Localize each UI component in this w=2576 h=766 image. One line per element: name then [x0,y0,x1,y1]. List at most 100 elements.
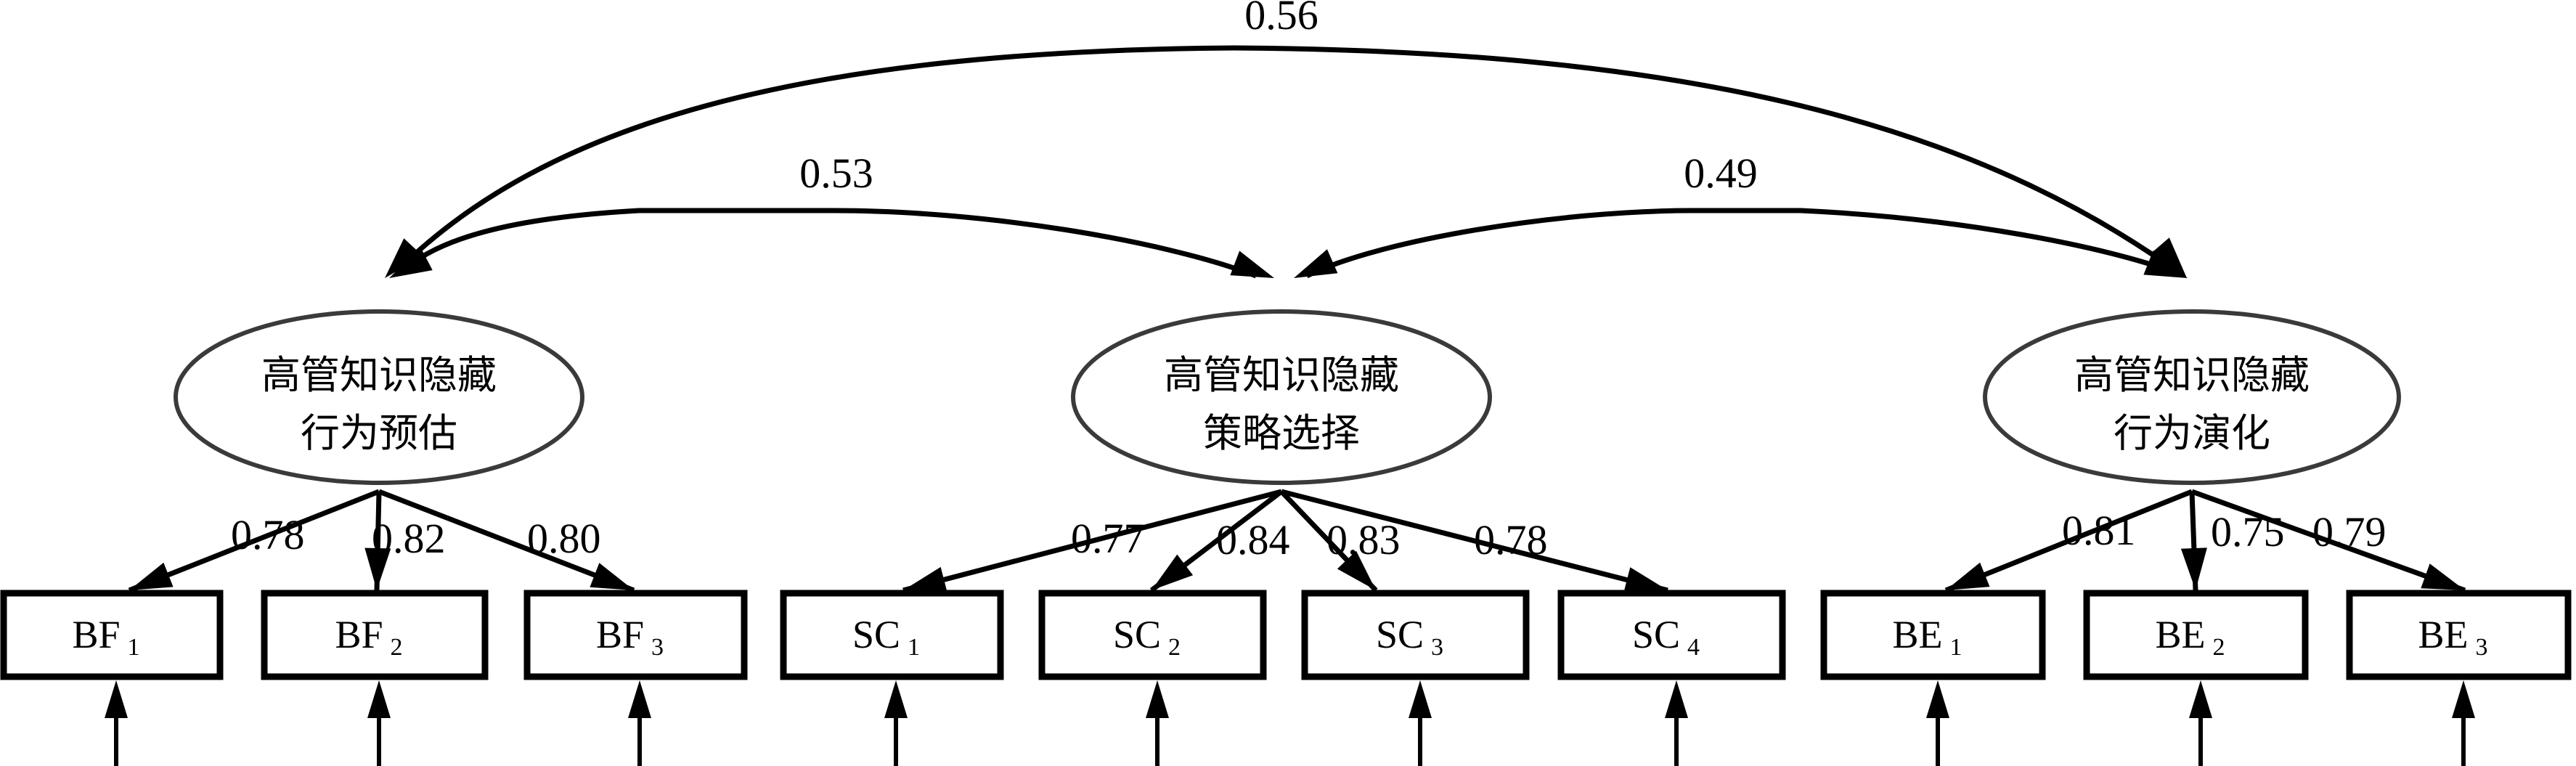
indicator-label-subscript: 3 [651,634,664,661]
loading-arrowhead-be3 [2421,563,2465,590]
loading-label-sc2: 0.84 [1216,516,1290,563]
indicator-box [0,590,224,680]
error-arrowhead-sc2 [1146,680,1169,718]
loading-label-bf3: 0.80 [527,515,601,562]
loading-label-be1: 0.81 [2062,507,2136,554]
latent-factor-ellipse [174,309,584,485]
latent-factor-label-line1: 高管知识隐藏 [261,352,497,398]
indicator-label: BF 3 [596,613,664,661]
loading-arrowhead-bf1 [129,562,174,590]
error-arrowhead-be1 [1926,680,1949,718]
indicator-label: BE 1 [1892,613,1962,661]
indicator-label-subscript: 2 [1168,634,1181,661]
indicator-label: BF 2 [335,613,402,661]
loading-arrow-be3 [2190,489,2466,593]
indicator-label-base: SC [852,613,900,656]
indicator-label-base: BF [335,613,383,656]
error-arrowhead-sc4 [1665,680,1688,718]
error-arrowhead-bf3 [628,680,651,718]
indicator-label-base: SC [1376,613,1424,656]
indicator-box [523,590,748,680]
latent-factor-label-line1: 高管知识隐藏 [1164,352,1399,398]
indicator-label-subscript: 4 [1687,634,1700,661]
correlation-label-bf-be: 0.56 [1244,0,1318,38]
indicator-box [2346,590,2572,680]
loading-arrow-bf3 [378,489,635,593]
indicator-label-base: SC [1113,613,1161,656]
indicator-box [780,590,1004,680]
loading-label-sc1: 0.77 [1071,515,1145,562]
error-arrowhead-bf2 [367,680,391,718]
indicator-box [2083,590,2309,680]
error-arrowhead-sc3 [1409,680,1432,718]
indicator-box [1557,590,1786,680]
indicator-label-subscript: 2 [391,634,403,661]
indicator-sc3: SC 3 [1301,590,1530,680]
indicator-label-base: BE [1892,613,1942,656]
loading-label-bf1: 0.78 [231,511,305,558]
correlation-arrowhead-bf [385,238,423,278]
error-arrowhead-sc1 [884,680,908,718]
correlation-label-bf-sc: 0.53 [799,150,873,197]
indicator-label-base: BF [72,613,120,656]
indicator-label: SC 3 [1376,613,1443,661]
loading-arrow-be1 [1944,489,2193,593]
correlation-arrowhead-sc [1230,250,1274,278]
correlation-arrowhead-sc [1294,249,1338,278]
correlation-curve-sc-be [1305,208,2176,279]
indicator-be2: BE 2 [2083,590,2309,680]
indicator-box [261,590,489,680]
loading-label-be3: 0.79 [2312,508,2387,555]
indicator-label-subscript: 1 [1950,634,1962,661]
loading-arrowhead-be1 [1946,562,1990,590]
indicator-label-subscript: 3 [2476,634,2488,661]
error-arrowhead-be3 [2452,680,2475,718]
indicator-label: BE 2 [2155,613,2225,661]
error-arrowhead-bf1 [105,680,128,718]
latent-factor-label-line2: 策略选择 [1203,410,1360,456]
loading-arrowhead-sc2 [1152,554,1194,590]
latent-factor-label-line1: 高管知识隐藏 [2074,352,2310,398]
indicator-bf3: BF 3 [523,590,748,680]
indicator-box [1301,590,1530,680]
loading-arrow-bf1 [128,489,380,593]
loading-arrow-sc1 [902,489,1282,593]
loading-arrow-sc4 [1281,489,1668,593]
correlation-curve-bf-be [394,45,2180,274]
loading-arrowhead-bf3 [590,563,634,590]
latent-factor-label-line2: 行为演化 [2114,410,2270,456]
loading-arrowhead-bf2 [364,547,391,590]
correlation-curve-bf-sc [399,208,1258,279]
indicator-label-subscript: 2 [2213,634,2225,661]
indicator-label-base: BE [2155,613,2205,656]
indicator-box [1038,590,1267,680]
loading-label-sc3: 0.83 [1326,516,1401,563]
indicator-box [1820,590,2046,680]
loading-label-bf2: 0.82 [372,515,446,562]
indicator-label-subscript: 3 [1431,634,1443,661]
correlation-arrowhead-be [2149,237,2187,278]
indicator-bf2: BF 2 [261,590,489,680]
indicator-label-base: BF [596,613,644,656]
loading-arrowhead-sc3 [1337,550,1376,590]
loading-arrowhead-sc4 [1623,567,1668,593]
indicator-be1: BE 1 [1820,590,2046,680]
latent-factor-ellipse [1071,309,1492,485]
loading-label-be2: 0.75 [2211,508,2285,555]
correlation-label-sc-be: 0.49 [1684,150,1758,197]
indicator-sc2: SC 2 [1038,590,1267,680]
latent-factor-label-line2: 行为预估 [301,410,457,456]
